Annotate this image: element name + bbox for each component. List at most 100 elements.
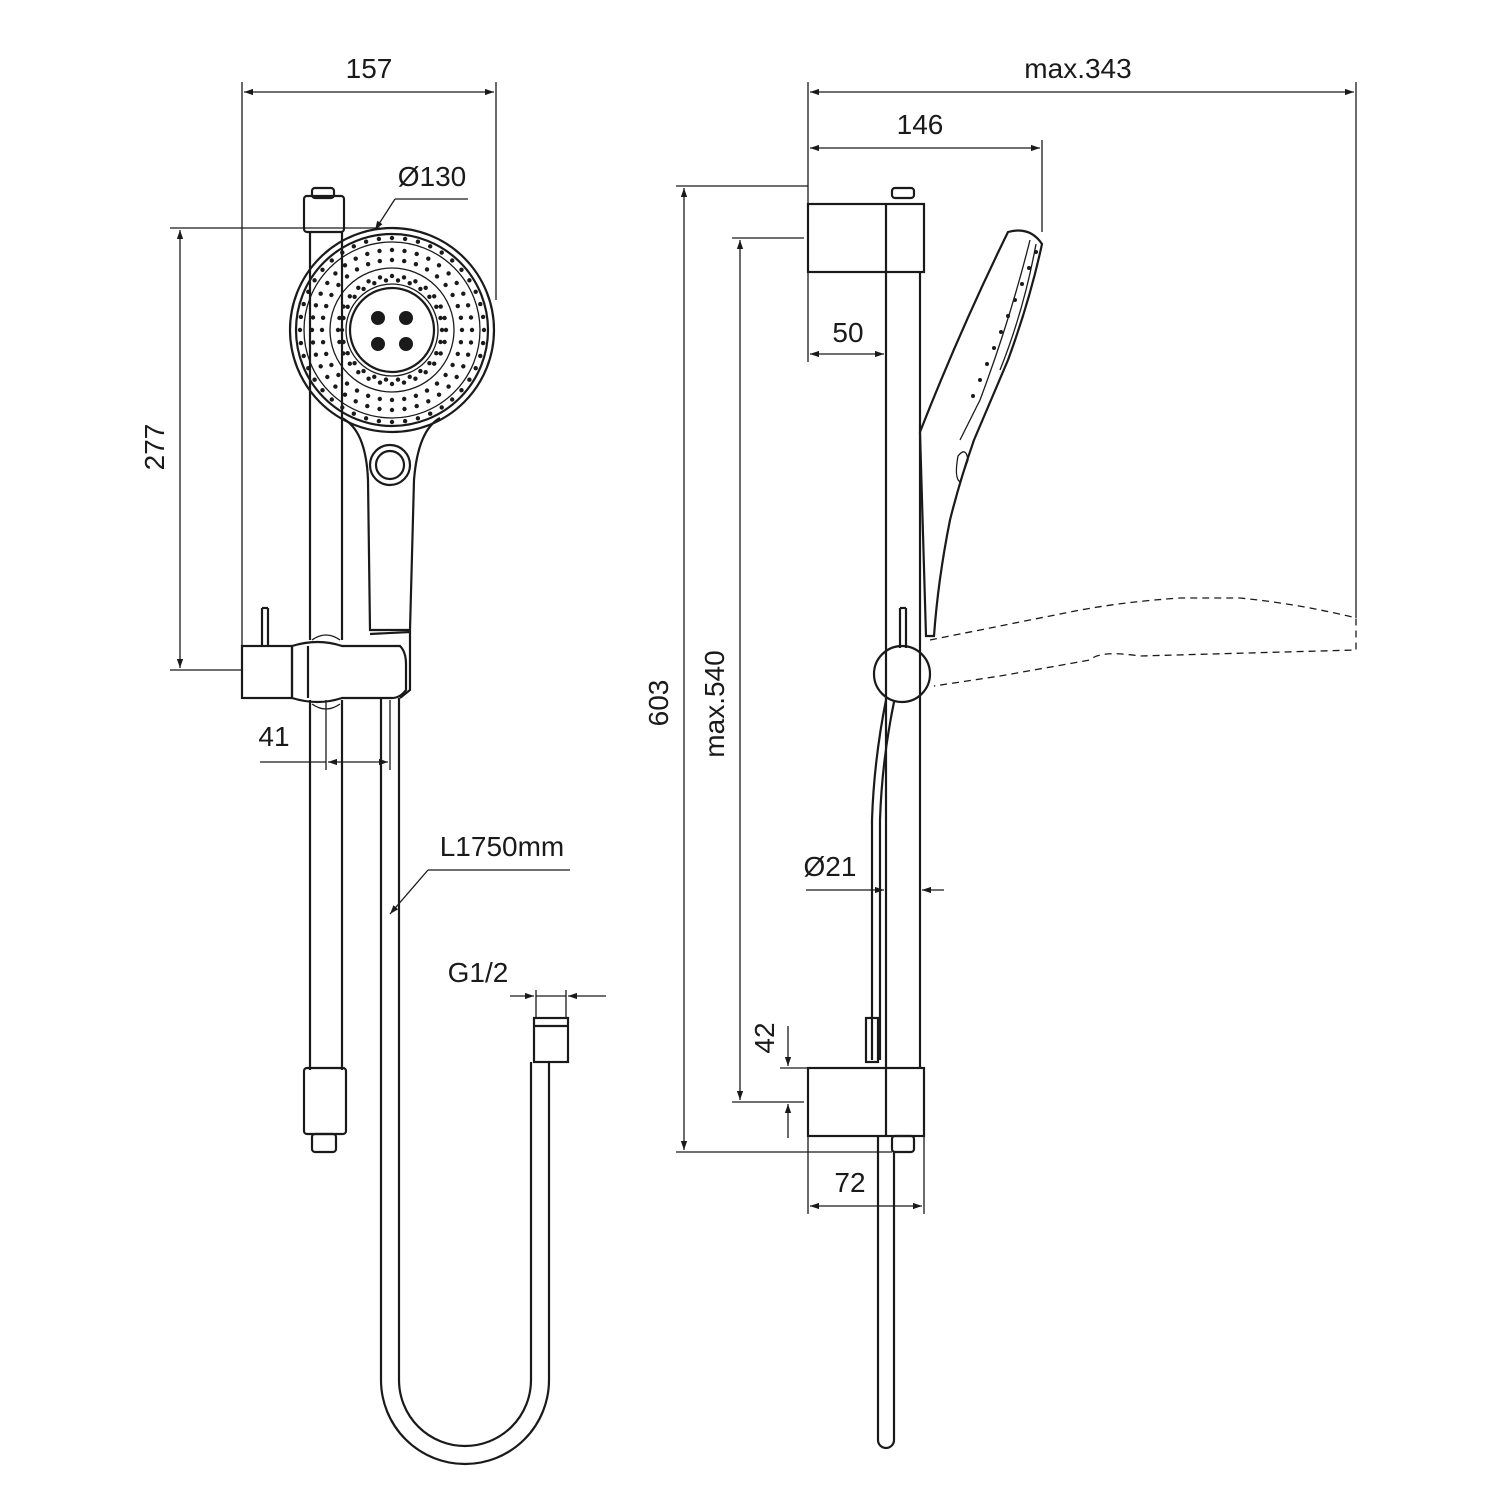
- nozzle-dot: [434, 351, 439, 356]
- nozzle-dot: [319, 327, 325, 333]
- nozzle-dot: [337, 315, 342, 321]
- nozzle-dot: [389, 257, 395, 263]
- side-rail: [806, 186, 926, 1450]
- side-nozzle-dot: [1006, 314, 1010, 318]
- nozzle-dot: [340, 405, 345, 410]
- nozzle-dot: [341, 351, 346, 356]
- nozzle-dot: [465, 352, 471, 357]
- nozzle-dot: [439, 327, 445, 333]
- nozzle-dot: [352, 361, 357, 366]
- nozzle-dot: [427, 294, 432, 299]
- nozzle-dot: [377, 406, 382, 412]
- nozzle-dot: [352, 294, 357, 299]
- nozzle-dot: [344, 381, 350, 386]
- side-nozzle-dot: [978, 378, 982, 382]
- nozzle-dot: [469, 327, 475, 333]
- nozzle-dot: [298, 314, 304, 320]
- nozzle-dot: [337, 339, 342, 345]
- nozzle-dot: [436, 392, 442, 397]
- nozzle-dot: [339, 327, 345, 333]
- nozzle-dot: [424, 267, 430, 272]
- nozzle-dot: [402, 236, 408, 242]
- nozzle-dot: [377, 275, 383, 280]
- nozzle-dot: [459, 388, 464, 393]
- nozzle-dot: [401, 275, 407, 280]
- nozzle-dot: [424, 388, 430, 393]
- nozzle-dot: [306, 289, 311, 294]
- nozzle-dot: [402, 418, 408, 424]
- nozzle-dot: [415, 416, 421, 421]
- nozzle-dot: [306, 366, 311, 371]
- nozzle-dot: [438, 304, 443, 309]
- nozzle-dot: [418, 368, 423, 374]
- nozzle-dot: [309, 327, 315, 333]
- tilted-handset-outline: [929, 597, 1357, 687]
- nozzle-dot: [438, 339, 443, 345]
- nozzle-dot: [428, 411, 433, 416]
- nozzle-dot: [313, 303, 319, 308]
- wall-offset-label: 50: [832, 317, 863, 348]
- nozzle-dot: [442, 315, 447, 321]
- nozzle-dot: [478, 353, 483, 359]
- nozzle-dot: [333, 271, 338, 276]
- nozzle-dot: [426, 256, 431, 261]
- nozzle-dot: [340, 250, 345, 255]
- nozzle-dot: [467, 278, 472, 283]
- nozzle-dot: [395, 278, 401, 283]
- nozzle-dot: [333, 384, 338, 389]
- spray-nozzles: [297, 235, 487, 425]
- nozzle-dot: [389, 273, 395, 279]
- nozzle-dot: [468, 340, 474, 345]
- nozzle-dot: [454, 374, 459, 380]
- nozzle-dot: [383, 278, 389, 283]
- nozzle-dot: [320, 340, 326, 345]
- nozzle-dot: [372, 374, 377, 379]
- nozzle-dot: [361, 286, 366, 292]
- nozzle-dot: [336, 282, 341, 288]
- front-dimensions: 157 Ø130 277 41 L1750mm: [139, 53, 606, 1018]
- nozzle-dot: [377, 380, 383, 385]
- nozzle-dot: [376, 236, 382, 242]
- nozzle-dot: [461, 364, 466, 369]
- nozzle-dot: [413, 393, 419, 398]
- nozzle-dot: [459, 267, 464, 272]
- nozzle-dot: [345, 304, 350, 309]
- nozzle-dot: [414, 403, 419, 409]
- nozzle-dot: [389, 397, 395, 403]
- front-view: 157 Ø130 277 41 L1750mm: [139, 53, 606, 1466]
- nozzle-dot: [342, 263, 348, 268]
- nozzle-dot: [426, 399, 431, 404]
- nozzle-dot: [407, 374, 412, 379]
- nozzle-dot: [341, 304, 346, 309]
- nozzle-dot: [436, 263, 442, 268]
- nozzle-dot: [313, 352, 319, 357]
- nozzle-dot: [458, 340, 464, 345]
- nozzle-dot: [459, 327, 465, 333]
- nozzle-dot: [297, 327, 303, 333]
- nozzle-dot: [480, 314, 486, 320]
- side-nozzle-dot: [1013, 298, 1017, 302]
- nozzle-dot: [356, 370, 361, 375]
- nozzle-dot: [414, 251, 419, 257]
- nozzle-dot: [366, 376, 371, 381]
- nozzle-dot: [366, 279, 371, 284]
- nozzle-dot: [389, 419, 395, 425]
- nozzle-dot: [312, 278, 317, 283]
- nozzle-dot: [413, 262, 419, 267]
- nozzle-dot: [481, 327, 487, 333]
- nozzle-dot: [363, 239, 369, 244]
- nozzle-dot: [342, 392, 348, 397]
- nozzle-dot: [320, 315, 326, 320]
- side-view: max.343 146 50 603 max.540 Ø21: [643, 53, 1357, 1450]
- nozzle-dot: [415, 239, 421, 244]
- nozzle-dot: [418, 286, 423, 292]
- nozzle-dot: [376, 418, 382, 424]
- nozzle-dot: [423, 285, 428, 290]
- nozzle-dot: [428, 244, 433, 249]
- nozzle-dot: [438, 315, 443, 321]
- handset-height-label: 277: [139, 424, 170, 471]
- side-nozzle-dot: [971, 394, 975, 398]
- nozzle-dot: [427, 361, 432, 366]
- nozzle-dot: [345, 351, 350, 356]
